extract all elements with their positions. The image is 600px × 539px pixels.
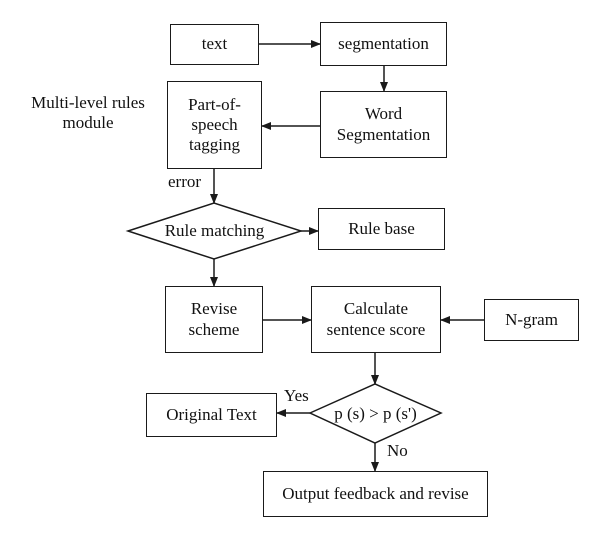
error-label: error [168, 172, 202, 191]
pos-tagging-node: Part-of- speech tagging [167, 81, 262, 169]
no-label: No [387, 441, 408, 460]
segmentation-node: segmentation [320, 22, 447, 66]
revise-scheme-node: Revise scheme [165, 286, 263, 353]
original-text-node: Original Text [146, 393, 277, 437]
rule-base-node: Rule base [318, 208, 445, 250]
output-feedback-node: Output feedback and revise [263, 471, 488, 517]
rule-matching-diamond [125, 202, 304, 260]
ngram-node: N-gram [484, 299, 579, 341]
calculate-score-node: Calculate sentence score [311, 286, 441, 353]
word-segmentation-node: Word Segmentation [320, 91, 447, 158]
rule-matching-label: Rule matching [164, 221, 265, 240]
yes-label: Yes [284, 386, 309, 405]
decision-diamond [308, 383, 443, 444]
text-node: text [170, 24, 259, 65]
decision-label: p (s) > p (s') [334, 403, 417, 423]
module-label: Multi-level rules module [31, 93, 145, 133]
